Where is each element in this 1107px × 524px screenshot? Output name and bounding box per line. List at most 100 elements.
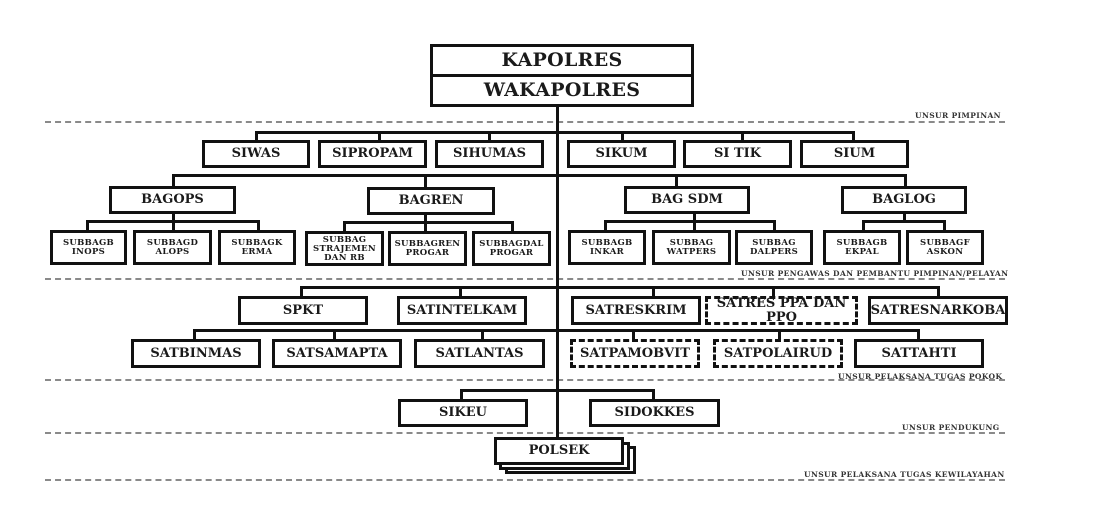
- unit-siwas[interactable]: SIWAS: [202, 140, 310, 168]
- connector: [862, 220, 865, 232]
- connector: [772, 286, 775, 298]
- sub-line: EKPAL: [845, 246, 879, 257]
- unit-sikum[interactable]: SIKUM: [567, 140, 676, 168]
- bagian-bagops[interactable]: BAGOPS: [109, 186, 236, 214]
- sub-line: SUBBAGD: [146, 237, 199, 248]
- separator-pelaksana-pokok: [45, 379, 1005, 381]
- sub-line: INKAR: [590, 246, 624, 257]
- connector: [172, 212, 175, 221]
- sub-connector: [604, 220, 776, 223]
- connector: [424, 221, 427, 233]
- separator-pimpinan: [45, 121, 1005, 123]
- sat-satlantas[interactable]: SATLANTAS: [414, 339, 545, 368]
- support-sidokkes[interactable]: SIDOKKES: [589, 399, 720, 427]
- bagian-connector: [172, 174, 906, 177]
- connector: [378, 131, 381, 142]
- sub-line: ASKON: [926, 246, 964, 257]
- zone-label-pengawas: UNSUR PENGAWAS DAN PEMBANTU PIMPINAN/PEL…: [741, 269, 1009, 278]
- sat-satpolairud[interactable]: SATPOLAIRUD: [713, 339, 843, 368]
- sub-line: SUBBAG: [752, 237, 796, 248]
- sub-line: SUBBAG: [322, 235, 367, 245]
- sat-satreskrim[interactable]: SATRESKRIM: [571, 296, 701, 325]
- connector: [172, 174, 175, 188]
- sat-satpamobvit[interactable]: SATPAMOBVIT: [570, 339, 700, 368]
- bagian-bagren[interactable]: BAGREN: [367, 187, 495, 215]
- wakapolres-box[interactable]: WAKAPOLRES: [430, 74, 694, 107]
- polsek-box[interactable]: POLSEK: [494, 437, 624, 465]
- connector: [904, 174, 907, 188]
- connector: [300, 286, 303, 298]
- unit-sihumas[interactable]: SIHUMAS: [435, 140, 544, 168]
- separator-kewilayahan: [45, 479, 1005, 481]
- sub-line: SUBBAGF: [920, 237, 970, 248]
- sub-connector: [862, 220, 946, 223]
- sub-line: SUBBAGREN: [394, 238, 461, 249]
- connector: [481, 329, 484, 341]
- sub-line: INOPS: [71, 246, 106, 257]
- sat-satsamapta[interactable]: SATSAMAPTA: [272, 339, 402, 368]
- bagian-baglog[interactable]: BAGLOG: [841, 186, 967, 214]
- sub-line: ERMA: [241, 246, 273, 257]
- sub-connector: [343, 221, 514, 224]
- connector: [621, 131, 624, 142]
- support-sikeu[interactable]: SIKEU: [398, 399, 528, 427]
- unit-sipropam[interactable]: SIPROPAM: [318, 140, 427, 168]
- sub-line: STRAJEMEN: [313, 243, 376, 254]
- sub-line: SUBBAGK: [231, 237, 283, 248]
- sub-line: SUBBAGB: [581, 237, 633, 248]
- zone-label-pendukung: UNSUR PENDUKUNG: [902, 423, 1000, 432]
- sat-row2-connector: [193, 329, 919, 332]
- sub-line: SUBBAGB: [836, 237, 888, 248]
- connector: [937, 286, 940, 298]
- si-left-connector: [255, 131, 559, 134]
- sat-satres-ppa-ppo[interactable]: SATRES PPA DAN PPO: [705, 296, 858, 325]
- sub-line: WATPERS: [666, 246, 717, 257]
- sub-line: SUBBAGB: [62, 237, 115, 248]
- connector: [943, 220, 946, 232]
- zone-label-kewilayahan: UNSUR PELAKSANA TUGAS KEWILAYAHAN: [804, 470, 1005, 479]
- connector: [424, 213, 427, 222]
- connector: [778, 329, 781, 341]
- sat-satbinmas[interactable]: SATBINMAS: [131, 339, 261, 368]
- connector: [741, 131, 744, 142]
- connector: [343, 221, 346, 233]
- connector: [193, 329, 196, 341]
- sat-sattahti[interactable]: SATTAHTI: [854, 339, 984, 368]
- connector: [172, 220, 175, 232]
- sat-satintelkam[interactable]: SATINTELKAM: [397, 296, 527, 325]
- sat-spkt[interactable]: SPKT: [238, 296, 368, 325]
- sub-line: DAN RB: [324, 252, 365, 263]
- connector: [632, 329, 635, 341]
- connector: [917, 329, 920, 341]
- connector: [652, 389, 655, 401]
- connector: [693, 212, 696, 221]
- connector: [86, 220, 89, 232]
- sub-line: ALOPS: [155, 246, 190, 257]
- sat-satresnarkoba[interactable]: SATRESNARKOBA: [868, 296, 1008, 325]
- connector: [333, 329, 336, 341]
- zone-label-pelaksana-pokok: UNSUR PELAKSANA TUGAS POKOK: [838, 372, 1003, 381]
- connector: [903, 212, 906, 221]
- sub-line: PROGAR: [405, 247, 450, 258]
- connector: [852, 131, 855, 142]
- unit-sium[interactable]: SIUM: [800, 140, 909, 168]
- bagian-bagsdm[interactable]: BAG SDM: [624, 186, 750, 214]
- kapolres-box[interactable]: KAPOLRES: [430, 44, 694, 77]
- connector: [604, 220, 607, 232]
- connector: [675, 174, 678, 188]
- connector: [773, 220, 776, 232]
- connector: [511, 221, 514, 233]
- unit-sitik[interactable]: SI TIK: [683, 140, 792, 168]
- sub-line: SUBBAG: [669, 237, 714, 248]
